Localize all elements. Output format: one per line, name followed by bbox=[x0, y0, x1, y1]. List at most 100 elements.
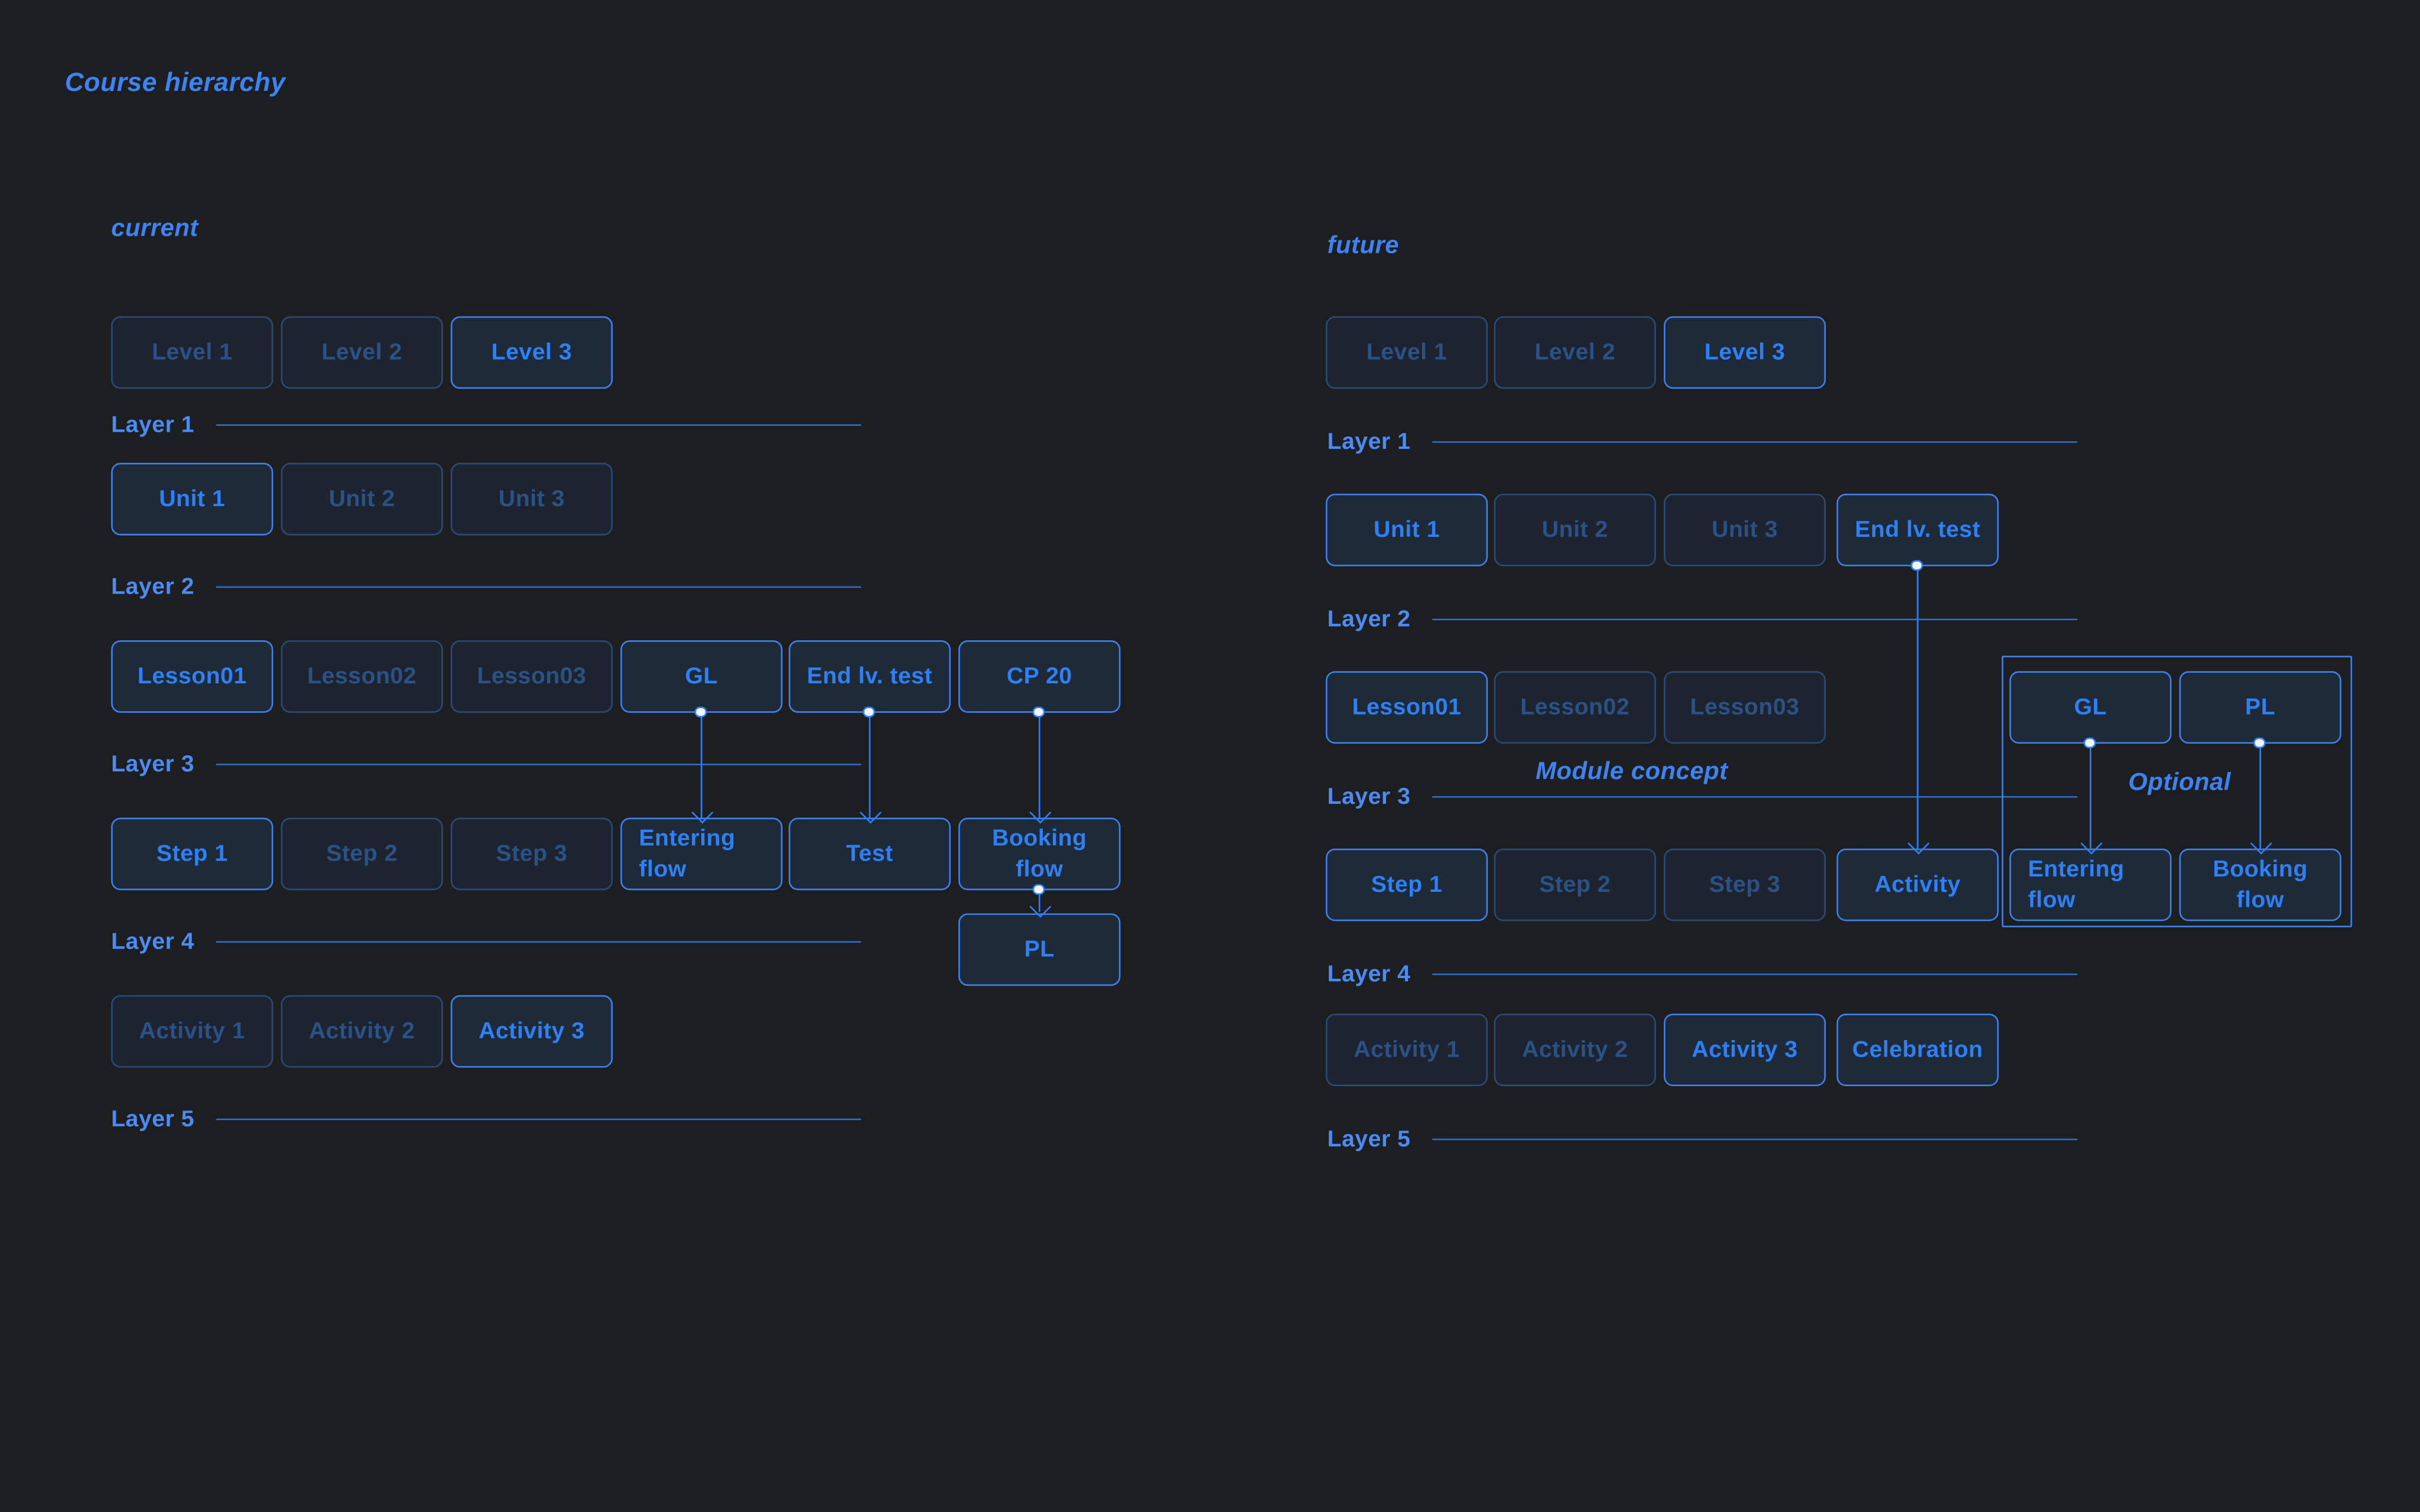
future-lesson-02-node: Lesson02 bbox=[1494, 671, 1656, 744]
arrow-origin-dot bbox=[1911, 559, 1923, 571]
layer-label: Layer 1 bbox=[1327, 428, 1411, 455]
future-level-2-node: Level 2 bbox=[1494, 316, 1656, 389]
current-lesson-02-node: Lesson02 bbox=[281, 640, 443, 713]
node-label: Lesson02 bbox=[307, 662, 417, 689]
arrow-origin-dot bbox=[2254, 737, 2266, 748]
node-label: Activity 1 bbox=[139, 1017, 245, 1044]
future-activity-node: Activity bbox=[1836, 848, 1999, 921]
layer-rule-line bbox=[1432, 440, 2078, 442]
node-label: Activity 3 bbox=[1692, 1036, 1798, 1063]
module-entering-flow-node: Entering flow bbox=[2009, 848, 2172, 921]
current-cp20-node: CP 20 bbox=[958, 640, 1121, 713]
arrow-origin-dot bbox=[2084, 737, 2096, 748]
node-label: Activity 2 bbox=[1522, 1036, 1628, 1063]
current-level-1-node: Level 1 bbox=[111, 316, 274, 389]
future-end-lv-test-node: End lv. test bbox=[1836, 493, 1999, 566]
node-label: PL bbox=[2245, 693, 2276, 720]
node-label: Step 1 bbox=[1371, 871, 1443, 898]
layer-row-future-4: Layer 4 bbox=[1328, 960, 2078, 988]
node-label: Lesson01 bbox=[137, 662, 247, 689]
future-level-3-node: Level 3 bbox=[1664, 316, 1826, 389]
future-unit-2-node: Unit 2 bbox=[1494, 493, 1656, 566]
current-test-node: Test bbox=[788, 817, 951, 891]
layer-label: Layer 5 bbox=[1327, 1125, 1411, 1152]
node-label: Step 3 bbox=[496, 840, 568, 866]
node-label: Step 2 bbox=[326, 840, 398, 866]
node-label: Level 3 bbox=[1704, 338, 1785, 365]
current-pl-node: PL bbox=[958, 913, 1121, 986]
node-label: Booking flow bbox=[2213, 855, 2308, 913]
node-label: Unit 1 bbox=[159, 485, 226, 511]
node-label: Unit 3 bbox=[498, 485, 565, 511]
node-label: Entering flow bbox=[2028, 855, 2125, 913]
arrow-origin-dot bbox=[695, 706, 707, 718]
current-gl-node: GL bbox=[620, 640, 783, 713]
layer-rule-line bbox=[216, 423, 861, 425]
layer-label: Layer 5 bbox=[111, 1105, 194, 1132]
node-label: Unit 2 bbox=[328, 485, 395, 511]
node-label: End lv. test bbox=[806, 662, 933, 689]
node-label: Celebration bbox=[1852, 1036, 1983, 1063]
future-activity-1-node: Activity 1 bbox=[1325, 1014, 1488, 1087]
node-label: Level 2 bbox=[1534, 338, 1616, 365]
page-title: Course hierarchy bbox=[64, 67, 286, 97]
current-booking-flow-node: Booking flow bbox=[958, 817, 1121, 891]
layer-row-future-3: Layer 3 bbox=[1328, 782, 2078, 810]
future-unit-3-node: Unit 3 bbox=[1664, 493, 1826, 566]
node-label: End lv. test bbox=[1855, 516, 1980, 543]
layer-label: Layer 4 bbox=[111, 928, 194, 954]
layer-row-current-2: Layer 2 bbox=[111, 572, 861, 600]
node-label: Activity 2 bbox=[308, 1017, 415, 1044]
node-label: Lesson03 bbox=[477, 662, 587, 689]
layer-row-future-1: Layer 1 bbox=[1328, 428, 2078, 455]
future-celebration-node: Celebration bbox=[1836, 1014, 1999, 1087]
node-label: Level 2 bbox=[321, 338, 402, 365]
node-label: Unit 3 bbox=[1712, 516, 1778, 543]
module-booking-flow-node: Booking flow bbox=[2179, 848, 2341, 921]
arrow-gl-to-entering-flow bbox=[691, 706, 713, 823]
layer-rule-line bbox=[1432, 795, 2078, 797]
section-label-current: current bbox=[111, 216, 199, 243]
node-label: Unit 2 bbox=[1541, 516, 1608, 543]
node-label: CP 20 bbox=[1006, 662, 1072, 689]
arrow-cp20-to-booking-flow bbox=[1029, 706, 1050, 823]
layer-label: Layer 3 bbox=[111, 750, 194, 777]
layer-label: Layer 1 bbox=[111, 411, 194, 438]
current-step-3-node: Step 3 bbox=[450, 817, 613, 891]
arrow-origin-dot bbox=[863, 706, 876, 718]
node-label: Level 1 bbox=[1366, 338, 1448, 365]
layer-rule-line bbox=[216, 585, 861, 587]
current-entering-flow-node: Entering flow bbox=[620, 817, 783, 891]
layer-rule-line bbox=[1432, 1138, 2078, 1140]
future-activity-2-node: Activity 2 bbox=[1494, 1014, 1656, 1087]
current-level-2-node: Level 2 bbox=[281, 316, 443, 389]
current-activity-1-node: Activity 1 bbox=[111, 995, 274, 1068]
layer-row-current-5: Layer 5 bbox=[111, 1104, 861, 1132]
layer-rule-line bbox=[216, 1117, 861, 1120]
node-label: Activity 1 bbox=[1354, 1036, 1460, 1063]
future-lesson-01-node: Lesson01 bbox=[1325, 671, 1488, 744]
node-label: Step 2 bbox=[1539, 871, 1611, 898]
layer-rule-line bbox=[1432, 618, 2078, 620]
node-label: Test bbox=[846, 840, 893, 866]
future-level-1-node: Level 1 bbox=[1325, 316, 1488, 389]
arrow-booking-flow-to-pl bbox=[1029, 883, 1050, 917]
node-label: Level 1 bbox=[151, 338, 233, 365]
current-activity-2-node: Activity 2 bbox=[281, 995, 443, 1068]
layer-row-future-5: Layer 5 bbox=[1328, 1125, 2078, 1152]
future-activity-3-node: Activity 3 bbox=[1664, 1014, 1826, 1087]
layer-row-current-3: Layer 3 bbox=[111, 750, 861, 778]
module-concept-label: Module concept bbox=[1536, 759, 1728, 786]
layer-row-future-2: Layer 2 bbox=[1328, 605, 2078, 633]
arrow-end-lv-test-to-test bbox=[860, 706, 881, 823]
optional-label: Optional bbox=[2128, 770, 2231, 796]
node-label: Step 3 bbox=[1709, 871, 1781, 898]
layer-row-current-4: Layer 4 bbox=[111, 927, 861, 955]
node-label: Unit 1 bbox=[1374, 516, 1440, 543]
current-end-lv-test-node: End lv. test bbox=[788, 640, 951, 713]
current-unit-2-node: Unit 2 bbox=[281, 462, 443, 536]
node-label: Level 3 bbox=[491, 338, 573, 365]
current-step-1-node: Step 1 bbox=[111, 817, 274, 891]
current-activity-3-node: Activity 3 bbox=[450, 995, 613, 1068]
